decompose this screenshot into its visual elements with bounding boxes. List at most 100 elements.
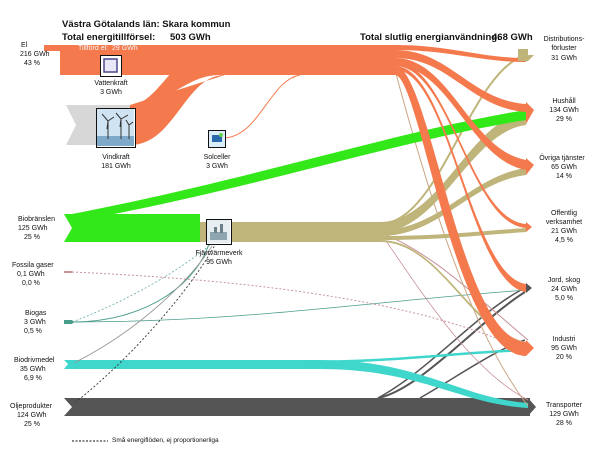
label-oljeprodukter-value: 124 GWh xyxy=(17,412,47,419)
label-vattenkraft-name: Vattenkraft xyxy=(94,80,128,87)
label-biodrivmedel-pct: 6,9 % xyxy=(24,375,42,382)
flow-small-biodrv-dotted xyxy=(71,245,213,365)
supply-label: Total energitillförsel: xyxy=(62,32,156,43)
flow-biogas xyxy=(71,239,211,323)
label-fossila-gaser-pct: 0,0 % xyxy=(22,280,40,287)
flow-el-jord xyxy=(395,66,526,292)
label-industri-pct: 20 % xyxy=(556,354,572,361)
label-ovriga-pct: 14 % xyxy=(556,173,572,180)
flow-biodrivmedel-main xyxy=(72,360,320,369)
flow-biodrivmedel-industri xyxy=(299,348,529,364)
page-title: Västra Götalands län: Skara kommun xyxy=(62,19,231,30)
label-el-pct: 43 % xyxy=(24,60,40,67)
label-biobranslen-name: Biobränslen xyxy=(18,216,55,223)
label-oljeprodukter-name: Oljeprodukter xyxy=(10,403,53,410)
source-arrow-fossilgas xyxy=(64,271,73,273)
flow-fjarr-industri xyxy=(380,240,526,345)
sink-mark-industri xyxy=(526,340,534,356)
flow-fjarr-loss xyxy=(379,54,527,225)
sink-mark-transporter xyxy=(528,398,536,416)
flow-el-ovriga xyxy=(395,58,526,170)
label-fossila-gaser-value: 0,1 GWh xyxy=(17,271,45,278)
label-biodrivmedel-name: Biodrivmedel xyxy=(14,357,55,364)
legend-dotted-note: Små energiflöden, ej proportionerliga xyxy=(112,437,219,444)
flow-vattenkraft xyxy=(129,59,171,67)
label-transporter-pct: 28 % xyxy=(556,420,572,427)
sink-mark-distribution xyxy=(518,49,534,61)
flow-small-biogas-dotted xyxy=(71,244,211,323)
label-fjarrvarmeverk-name: Fjärrvärmeverk xyxy=(195,250,243,257)
source-arrow-biobranslen xyxy=(64,214,80,242)
sink-mark-hushall xyxy=(526,102,534,124)
label-vindkraft-value: 181 GWh xyxy=(101,163,131,170)
label-biogas-name: Biogas xyxy=(25,310,47,317)
flow-el-transport xyxy=(394,69,529,407)
vattenkraft-icon xyxy=(100,55,122,77)
label-distribution-name: Distributions- förluster xyxy=(543,36,585,52)
flow-bio-hushall xyxy=(72,110,526,222)
label-ovriga-value: 65 GWh xyxy=(551,164,577,171)
label-hushall-value: 134 GWh xyxy=(549,107,579,114)
label-jord-name: Jord, skog xyxy=(547,277,581,284)
label-vindkraft-name: Vindkraft xyxy=(102,154,130,161)
label-distribution-value: 31 GWh xyxy=(551,55,577,62)
use-value: 468 GWh xyxy=(492,32,533,43)
vindkraft-icon xyxy=(96,108,136,148)
label-solceller-value: 3 GWh xyxy=(206,163,228,170)
label-el-name: El xyxy=(21,42,28,49)
supply-value: 503 GWh xyxy=(170,32,211,43)
label-el-value: 216 GWh xyxy=(20,51,50,58)
flow-fjarrvarme-main xyxy=(200,222,380,242)
sink-mark-offentlig xyxy=(526,222,532,232)
label-solceller-name: Solceller xyxy=(203,154,231,161)
solceller-icon xyxy=(208,130,226,148)
flow-vindkraft xyxy=(130,45,225,145)
flow-el-hushall xyxy=(395,50,526,112)
label-offentlig-pct: 4,5 % xyxy=(555,237,573,244)
label-offentlig-name: Offentlig verksamhet xyxy=(545,210,583,226)
sink-mark-jord xyxy=(526,283,532,293)
flow-small-oil-dotted xyxy=(71,244,216,406)
flow-bio-fjarrvarme xyxy=(72,214,200,242)
sink-mark-ovriga xyxy=(526,158,534,175)
label-biogas-pct: 0,5 % xyxy=(24,328,42,335)
label-biodrivmedel-value: 35 GWh xyxy=(20,366,46,373)
label-biobranslen-value: 125 GWh xyxy=(18,225,48,232)
label-biobranslen-pct: 25 % xyxy=(24,234,40,241)
source-arrow-biodrivmedel xyxy=(64,360,76,369)
label-fossila-gaser-name: Fossila gaser xyxy=(12,262,54,269)
label-industri-name: Industri xyxy=(552,336,576,343)
label-hushall-name: Hushåll xyxy=(552,98,576,105)
source-arrow-el xyxy=(44,45,66,51)
flow-fjarr-transport xyxy=(379,231,529,401)
flow-el-distribution xyxy=(395,45,526,62)
flow-el-main xyxy=(60,45,395,75)
flow-solceller xyxy=(224,74,301,139)
label-fjarrvarmeverk-value: 95 GWh xyxy=(206,259,232,266)
flow-biodrivmedel-transport xyxy=(320,360,528,408)
label-jord-pct: 5,0 % xyxy=(555,295,573,302)
label-industri-value: 95 GWh xyxy=(551,345,577,352)
flow-el-offentlig xyxy=(395,62,526,228)
flow-olja-jord xyxy=(377,287,526,399)
label-offentlig-value: 21 GWh xyxy=(551,228,577,235)
source-arrow-olja xyxy=(64,398,80,416)
label-ovriga-name: Övriga tjänster xyxy=(539,155,585,162)
flow-olja-industri xyxy=(377,291,526,399)
flow-olja-transporter xyxy=(72,398,530,416)
flow-fossilgas xyxy=(71,271,529,353)
label-jord-value: 24 GWh xyxy=(551,286,577,293)
flow-el-industri xyxy=(395,66,526,356)
label-oljeprodukter-pct: 25 % xyxy=(24,421,40,428)
label-transporter-name: Transporter xyxy=(546,402,582,409)
label-transporter-value: 129 GWh xyxy=(549,411,579,418)
label-biogas-value: 3 GWh xyxy=(24,319,46,326)
flow-biogas-2 xyxy=(71,289,529,323)
label-hushall-pct: 29 % xyxy=(556,116,572,123)
use-label: Total slutlig energianvändning: xyxy=(360,32,501,43)
label-vattenkraft-value: 3 GWh xyxy=(100,89,122,96)
source-arrow-biogas xyxy=(64,320,74,324)
label-tillford-el: Tillförd el: 29 GWh xyxy=(78,45,138,52)
